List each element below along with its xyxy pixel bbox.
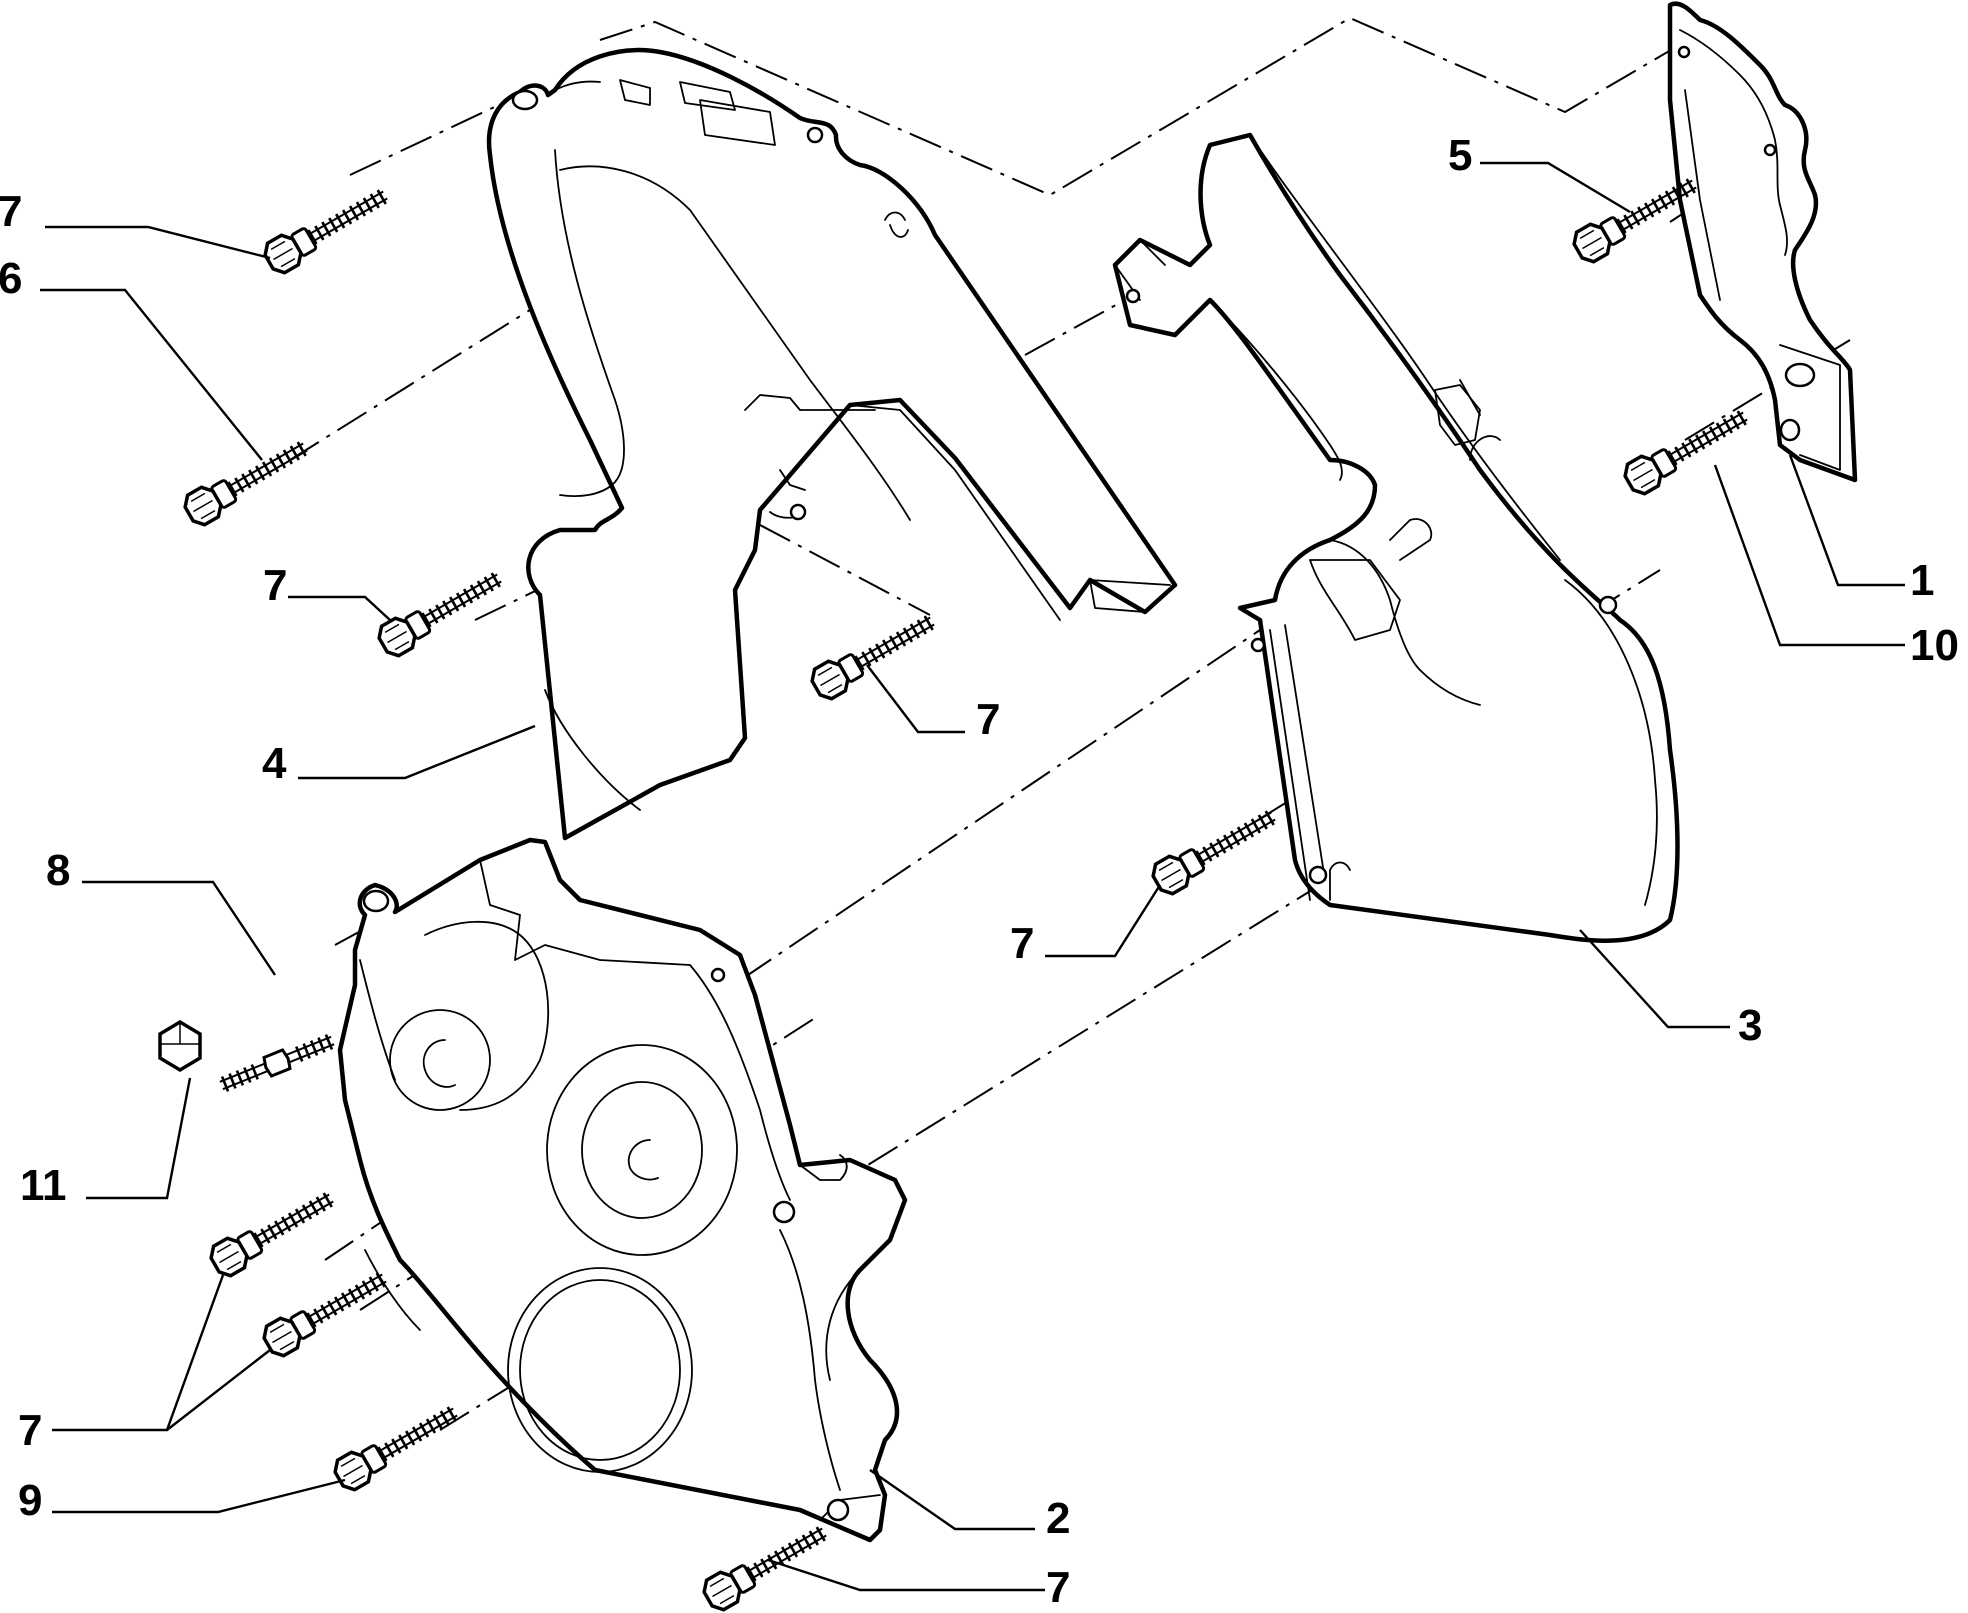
bolt-7-lower-a <box>204 1181 342 1282</box>
bolt-6 <box>178 430 316 531</box>
callout-6: 6 <box>0 254 22 303</box>
rear-backing-plate <box>1667 1 1858 483</box>
nut-11 <box>158 1020 202 1072</box>
callout-labels: 7 6 7 7 4 8 11 7 9 2 7 5 1 10 7 3 <box>0 131 1959 1612</box>
callout-5: 5 <box>1448 131 1472 180</box>
callout-7: 7 <box>0 187 22 236</box>
bolt-7-mid-left <box>372 561 510 662</box>
callout-7: 7 <box>18 1406 42 1455</box>
callout-3: 3 <box>1738 1001 1762 1050</box>
callout-7: 7 <box>1010 919 1034 968</box>
callout-8: 8 <box>46 846 70 895</box>
bolt-7-lower-b <box>257 1261 395 1362</box>
rear-timing-cover <box>1112 132 1680 943</box>
bolt-10 <box>1618 399 1756 500</box>
stud-8 <box>216 1029 338 1097</box>
callout-7: 7 <box>976 695 1000 744</box>
bolt-7-right <box>1146 799 1284 900</box>
callout-10: 10 <box>1910 621 1959 670</box>
leader-lines <box>40 161 1905 1592</box>
callout-4: 4 <box>262 739 287 788</box>
upper-front-timing-cover <box>486 47 1178 841</box>
callout-7: 7 <box>263 561 287 610</box>
callout-9: 9 <box>18 1476 42 1525</box>
bolt-7-upper-left <box>258 178 396 279</box>
callout-2: 2 <box>1046 1494 1070 1543</box>
callout-11: 11 <box>20 1161 67 1210</box>
bolt-7-center <box>805 604 943 705</box>
callout-7: 7 <box>1046 1563 1070 1612</box>
callout-1: 1 <box>1910 556 1934 605</box>
lower-front-timing-cover <box>337 837 908 1543</box>
bolt-9 <box>328 1395 466 1496</box>
bolt-7-bottom <box>697 1515 835 1613</box>
